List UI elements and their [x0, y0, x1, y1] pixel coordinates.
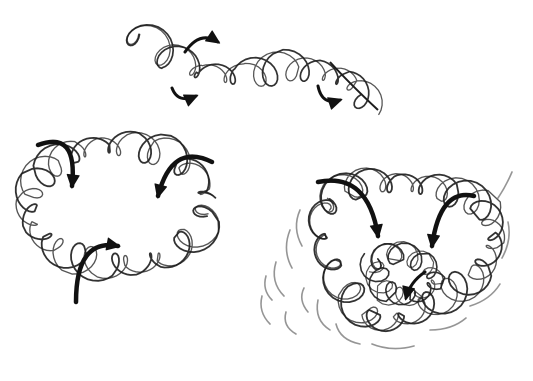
motion-wisp-2 — [286, 230, 292, 268]
chain-coil-pass-2 — [127, 26, 382, 115]
chain-arrow-3-head — [328, 98, 342, 109]
motion-wisp-5 — [285, 312, 296, 334]
chain-arrow-3 — [318, 86, 342, 109]
ring-coil — [16, 132, 219, 281]
chain-arrow-1-head — [206, 31, 220, 43]
ring-arrow-bottom — [76, 238, 120, 302]
ring-arrow-left-head — [67, 174, 79, 188]
motion-wisp-9 — [430, 318, 466, 330]
chain-coil-pass-1 — [127, 25, 369, 109]
ring-arrow-right-head — [155, 184, 167, 198]
motion-wisp-8 — [372, 344, 414, 349]
collapsed-outer-coil-pass-2 — [310, 168, 505, 330]
collapsed-arrow-right-head — [428, 234, 440, 248]
collapsed-arrow-right — [428, 195, 474, 248]
chain-arrow-2 — [172, 88, 198, 106]
chain-coil — [127, 25, 383, 115]
motion-wisp-4 — [261, 296, 270, 324]
closed-coiled-ring — [16, 132, 219, 302]
collapsed-outer-coil — [309, 168, 505, 331]
open-coiled-chain — [127, 25, 383, 115]
motion-wisp-14 — [265, 276, 272, 300]
ring-arrow-right-shaft — [158, 157, 212, 196]
motion-wisp-3 — [274, 262, 284, 296]
collapsed-arrow-left — [318, 181, 382, 238]
chain-arrow-1 — [185, 31, 220, 52]
motion-wisp-6 — [317, 300, 330, 330]
collapsed-coiled-ring — [261, 168, 512, 349]
motion-wisp-13 — [302, 288, 308, 312]
chain-arrow-2-head — [184, 95, 198, 106]
motion-wisp-1 — [296, 210, 302, 246]
motion-wisp-7 — [336, 324, 360, 344]
motion-wisp-12 — [498, 172, 512, 198]
